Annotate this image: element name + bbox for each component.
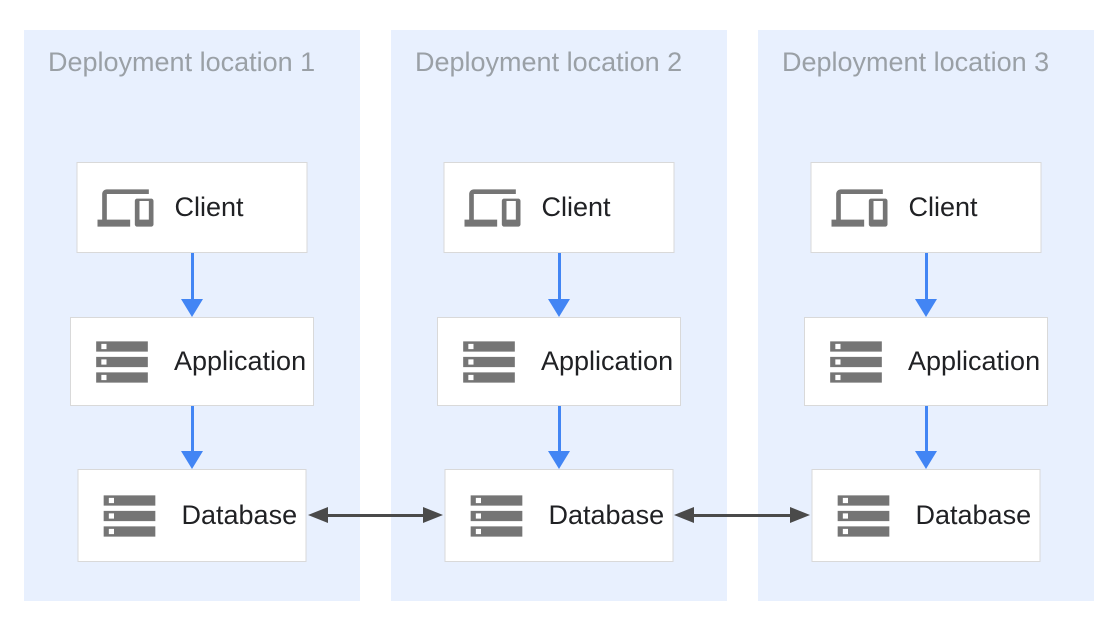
devices-icon [97, 180, 154, 236]
database-node: Database [444, 469, 674, 562]
database-node: Database [811, 469, 1041, 562]
panel-title: Deployment location 3 [782, 47, 1050, 77]
deployment-location-2-panel: Deployment location 2 Client Application… [391, 30, 727, 601]
deployment-location-3-panel: Deployment location 3 Client Application… [758, 30, 1094, 601]
storage-icon [466, 485, 528, 547]
flow-arrow-application-to-database [924, 406, 928, 451]
node-label: Application [174, 346, 307, 376]
devices-icon [831, 180, 888, 236]
storage-icon [99, 485, 161, 547]
storage-icon [833, 485, 895, 547]
replication-arrow-database2-database3 [674, 507, 810, 523]
panel-title: Deployment location 2 [415, 47, 683, 77]
application-node: Application [70, 317, 314, 406]
node-label: Database [548, 500, 665, 530]
flow-arrow-client-to-application [557, 253, 561, 299]
replication-arrow-database1-database2 [308, 507, 443, 523]
database-node: Database [77, 469, 307, 562]
node-label: Application [541, 346, 674, 376]
flow-arrow-client-to-application [190, 253, 194, 299]
node-label: Client [908, 192, 978, 222]
devices-icon [464, 180, 521, 236]
storage-icon [91, 331, 153, 393]
client-node: Client [443, 162, 675, 253]
panel-title: Deployment location 1 [48, 47, 316, 77]
flow-arrow-client-to-application [924, 253, 928, 299]
storage-icon [458, 331, 520, 393]
application-node: Application [437, 317, 681, 406]
node-label: Database [181, 500, 298, 530]
client-node: Client [76, 162, 308, 253]
client-node: Client [810, 162, 1042, 253]
flow-arrow-application-to-database [190, 406, 194, 451]
application-node: Application [804, 317, 1048, 406]
node-label: Client [174, 192, 244, 222]
node-label: Client [541, 192, 611, 222]
flow-arrow-application-to-database [557, 406, 561, 451]
deployment-location-1-panel: Deployment location 1 Client Application… [24, 30, 360, 601]
storage-icon [825, 331, 887, 393]
node-label: Application [908, 346, 1041, 376]
node-label: Database [915, 500, 1032, 530]
